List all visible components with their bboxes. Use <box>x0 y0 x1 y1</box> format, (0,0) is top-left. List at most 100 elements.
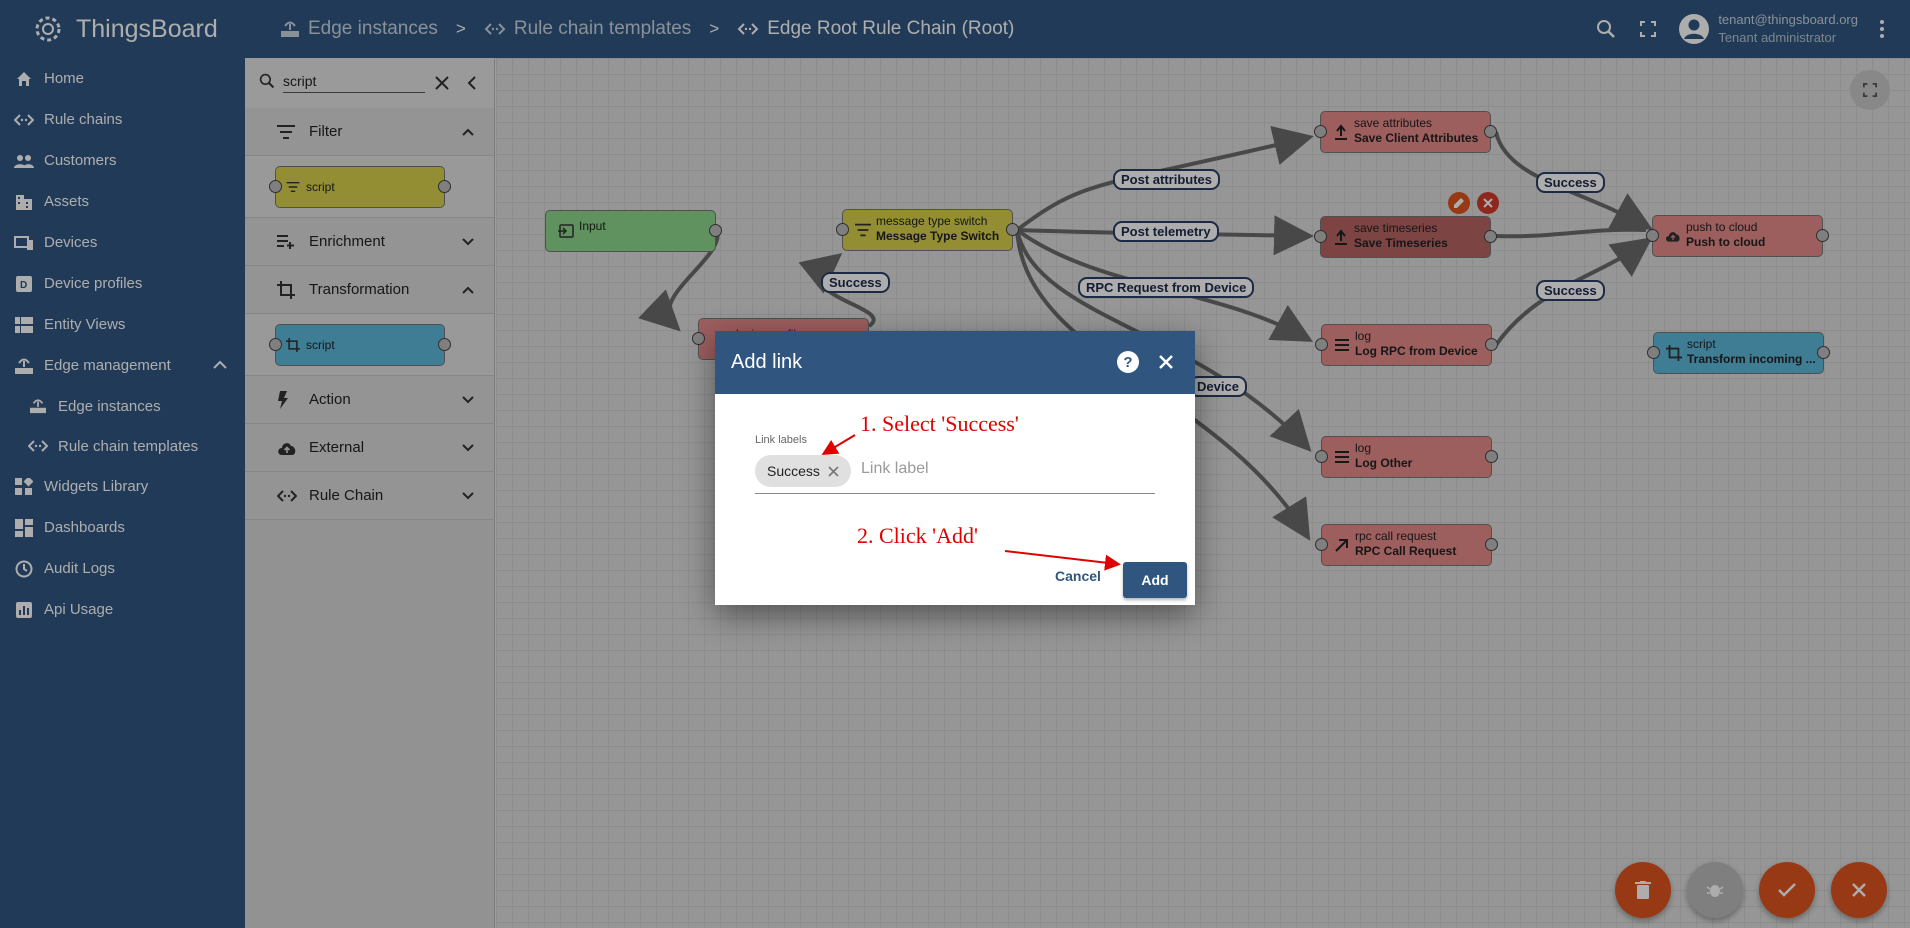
palette-node-transformation-script[interactable]: script <box>269 324 451 366</box>
delete-button[interactable] <box>1615 862 1671 918</box>
sidebar-item-label: Entity Views <box>44 316 126 333</box>
delete-node-icon[interactable] <box>1477 192 1499 214</box>
devices-icon <box>13 232 35 254</box>
close-icon[interactable] <box>1155 351 1177 373</box>
logo[interactable]: ThingsBoard <box>0 0 245 58</box>
annotation-step-1: 1. Select 'Success' <box>860 411 1019 436</box>
fullscreen-icon <box>1863 83 1877 97</box>
palette-search: script <box>245 58 494 108</box>
rule-chain-canvas[interactable]: Input device profile message type switch… <box>496 58 1910 928</box>
palette-search-input[interactable]: script <box>283 73 425 93</box>
link-post-attributes <box>1015 125 1314 232</box>
node-type: log <box>1355 329 1372 343</box>
chip-remove-icon[interactable] <box>828 465 839 477</box>
search-icon[interactable] <box>1588 11 1624 47</box>
sidebar-item-devices[interactable]: Devices <box>0 222 245 263</box>
sidebar-item-edge-management[interactable]: Edge management <box>0 345 245 386</box>
sidebar-item-dashboards[interactable]: Dashboards <box>0 507 245 548</box>
node-type: log <box>1355 441 1372 455</box>
add-button[interactable]: Add <box>1123 562 1187 598</box>
node-message-type-switch[interactable]: message type switch Message Type Switch <box>836 209 1019 251</box>
sidebar-item-label: Customers <box>44 152 117 169</box>
palette-section-filter[interactable]: Filter <box>245 108 494 156</box>
sidebar-item-edge-instances[interactable]: Edge instances <box>0 386 245 426</box>
apply-changes-button[interactable] <box>1759 862 1815 918</box>
palette-section-body: script <box>245 314 494 376</box>
section-label: Transformation <box>309 281 410 298</box>
node-port-out <box>1817 346 1830 359</box>
chevron-up-icon <box>462 123 474 140</box>
crop-icon <box>277 280 299 299</box>
chip-label: Success <box>767 463 820 479</box>
sidebar-item-customers[interactable]: Customers <box>0 140 245 181</box>
sidebar-item-label: Widgets Library <box>44 478 149 495</box>
link-label[interactable]: RPC Request from Device <box>1078 277 1255 298</box>
edit-node-icon[interactable] <box>1448 192 1470 214</box>
node-push-to-cloud[interactable]: push to cloud Push to cloud <box>1646 215 1829 257</box>
node-rpc-call-request[interactable]: rpc call request RPC Call Request <box>1315 524 1498 566</box>
user-menu[interactable]: tenant@thingsboard.org Tenant administra… <box>1678 11 1858 47</box>
link-label-chip[interactable]: Success <box>755 455 851 487</box>
user-info: tenant@thingsboard.org Tenant administra… <box>1718 11 1858 47</box>
chevron-up-icon[interactable] <box>213 357 227 374</box>
link-label[interactable]: Success <box>1536 172 1605 193</box>
link-input-device-profile <box>638 229 720 332</box>
node-log-other[interactable]: log Log Other <box>1315 436 1498 478</box>
sidebar-item-audit-logs[interactable]: Audit Logs <box>0 548 245 589</box>
sidebar-item-assets[interactable]: Assets <box>0 181 245 222</box>
sidebar-item-rule-chains[interactable]: Rule chains <box>0 99 245 140</box>
link-label-input[interactable]: Link label <box>861 460 929 477</box>
node-port-in <box>1647 346 1660 359</box>
debug-button[interactable] <box>1687 862 1743 918</box>
node-save-timeseries[interactable]: save timeseries Save Timeseries <box>1314 216 1497 258</box>
chevron-down-icon <box>462 487 474 504</box>
node-type: push to cloud <box>1686 220 1758 234</box>
section-label: Filter <box>309 123 343 140</box>
sidebar-item-home[interactable]: Home <box>0 58 245 99</box>
bug-icon <box>1706 885 1724 897</box>
cancel-button[interactable]: Cancel <box>1055 568 1101 584</box>
fullscreen-icon[interactable] <box>1630 11 1666 47</box>
sidebar: ThingsBoard Home Rule chains Customers A… <box>0 0 245 928</box>
people-icon <box>13 150 35 172</box>
sidebar-item-api-usage[interactable]: Api Usage <box>0 589 245 630</box>
palette-section-rule-chain[interactable]: Rule Chain <box>245 472 494 520</box>
playlist-add-icon <box>277 234 299 249</box>
canvas-fullscreen-button[interactable] <box>1850 70 1890 110</box>
chevron-up-icon <box>462 281 474 298</box>
palette-section-enrichment[interactable]: Enrichment <box>245 218 494 266</box>
help-icon[interactable]: ? <box>1117 351 1139 373</box>
menu-icon <box>1335 339 1349 351</box>
breadcrumb-separator: > <box>455 19 466 38</box>
link-label[interactable]: Post attributes <box>1113 169 1221 190</box>
link-label[interactable]: Success <box>1536 280 1605 301</box>
palette-section-external[interactable]: External <box>245 424 494 472</box>
link-label[interactable]: Success <box>821 272 890 293</box>
palette-section-transformation[interactable]: Transformation <box>245 266 494 314</box>
link-label[interactable]: Post telemetry <box>1113 221 1219 242</box>
check-icon <box>1778 883 1796 897</box>
node-save-attributes[interactable]: save attributes Save Client Attributes <box>1314 111 1497 153</box>
discard-changes-button[interactable] <box>1831 862 1887 918</box>
node-script-transform[interactable]: script Transform incoming ... <box>1647 332 1830 374</box>
more-vert-icon[interactable] <box>1864 11 1900 47</box>
node-name: Save Client Attributes <box>1354 131 1479 145</box>
node-port-in <box>269 180 282 193</box>
chevron-left-icon[interactable] <box>467 76 477 90</box>
breadcrumb-edge-instances[interactable]: Edge instances <box>280 18 438 40</box>
link-label[interactable]: Device <box>1189 376 1247 397</box>
sidebar-item-widgets-library[interactable]: Widgets Library <box>0 466 245 507</box>
code-icon <box>737 22 759 36</box>
chevron-down-icon <box>462 391 474 408</box>
palette-section-action[interactable]: Action <box>245 376 494 424</box>
filter-icon <box>277 124 299 139</box>
sidebar-item-entity-views[interactable]: Entity Views <box>0 304 245 345</box>
sidebar-item-device-profiles[interactable]: D Device profiles <box>0 263 245 304</box>
svg-text:D: D <box>20 280 27 291</box>
breadcrumb-rule-chain-templates[interactable]: Rule chain templates <box>484 18 691 40</box>
clear-icon[interactable] <box>435 76 449 90</box>
node-input[interactable]: Input <box>545 210 722 252</box>
palette-node-filter-script[interactable]: script <box>269 166 451 208</box>
sidebar-item-rule-chain-templates[interactable]: Rule chain templates <box>0 426 245 466</box>
node-log-rpc[interactable]: log Log RPC from Device <box>1315 324 1498 366</box>
